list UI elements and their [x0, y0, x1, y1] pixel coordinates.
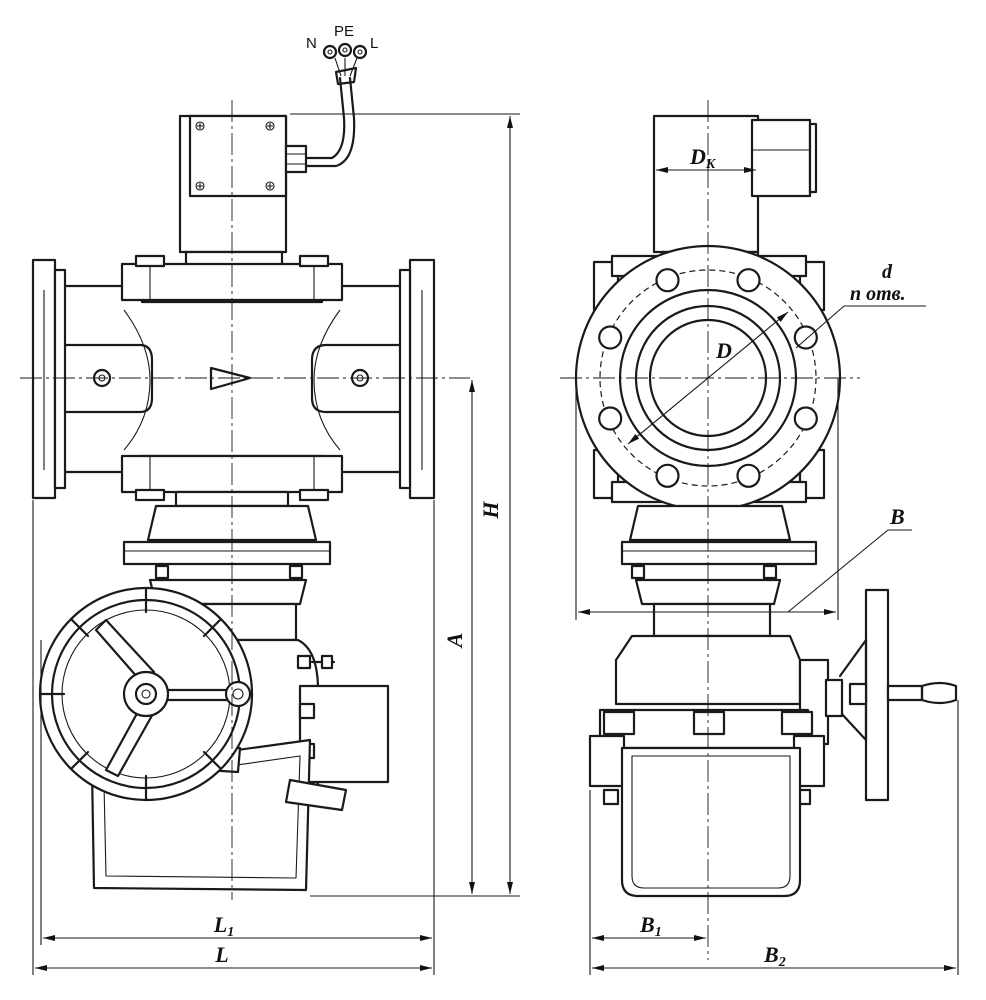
hole-leader: d n отв.	[795, 261, 926, 349]
valve-body	[31, 258, 436, 500]
handwheel-side	[824, 588, 958, 802]
dimension-label-l: L	[214, 942, 228, 967]
dimension-l: L1 L	[32, 500, 435, 975]
side-view: DK D	[560, 100, 959, 975]
dimension-b1-b2: B1 B2	[589, 700, 959, 975]
dimension-label-h: H	[478, 501, 503, 520]
hole-count-label: n отв.	[850, 283, 906, 305]
dimension-h: H	[290, 113, 520, 897]
dimension-label-b2: B2	[763, 942, 786, 970]
solenoid-coil	[178, 114, 308, 270]
wire-label-n: N	[306, 35, 317, 52]
wire-label-l: L	[370, 35, 378, 52]
triangle-right-icon	[209, 366, 252, 391]
dimension-dk: DK	[656, 144, 756, 173]
front-view: N PE L	[20, 23, 520, 975]
dimension-label-bore: D	[715, 338, 732, 363]
dimension-b: B	[575, 378, 912, 620]
wire-label-pe: PE	[334, 23, 354, 40]
cable	[303, 42, 368, 168]
handwheel-front	[38, 586, 254, 802]
actuator-adapter-side	[620, 504, 818, 638]
dimension-label-b: B	[889, 504, 905, 529]
dimension-label-b1: B1	[639, 912, 662, 940]
actuator-gearbox-side	[588, 634, 830, 898]
hole-diameter-label: d	[882, 261, 893, 283]
actuator-adapter	[122, 504, 332, 642]
solenoid-coil-side	[652, 114, 818, 270]
dimension-a: A	[442, 380, 475, 894]
dimension-label-l1: L1	[213, 912, 234, 940]
dimension-label-a: A	[442, 633, 467, 650]
